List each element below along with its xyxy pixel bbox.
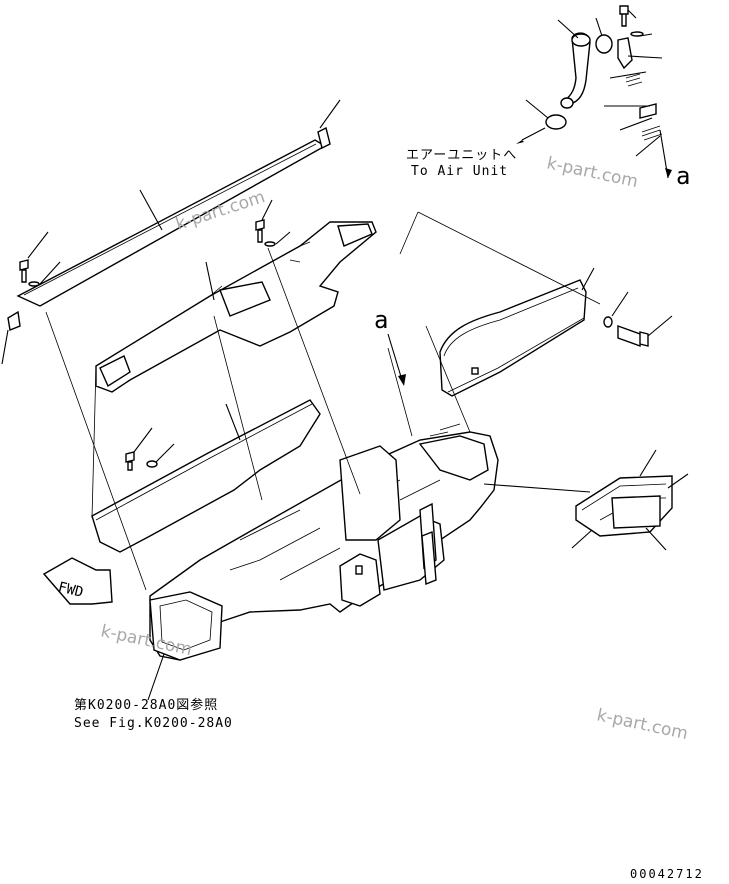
middle-cover-plate [91, 399, 321, 553]
fwd-direction-indicator: FWD [42, 557, 113, 605]
upper-duct [95, 221, 377, 393]
fwd-label: FWD [56, 579, 84, 601]
top-cover-strip [1, 99, 341, 365]
air-unit-label-jp: エアーユニットへ [406, 148, 517, 163]
main-dashboard-frame [149, 423, 499, 661]
drawing-number: 00042712 [630, 867, 704, 881]
watermark-1: k-part.com [545, 153, 640, 192]
see-figure-label-en: See Fig.K0200-28A0 [74, 716, 233, 731]
bolts-upper-left [19, 199, 291, 287]
outlet-duct [483, 449, 689, 551]
air-hose-assembly [516, 5, 672, 179]
side-cover-panel [439, 267, 673, 397]
alignment-lines [45, 247, 471, 591]
air-unit-label-en: To Air Unit [411, 164, 508, 179]
see-figure-label-jp: 第K0200-28A0図参照 [74, 697, 218, 713]
reference-a-mid: a [374, 306, 388, 334]
watermark-4: k-part.com [595, 705, 690, 744]
reference-a-top: a [676, 162, 690, 190]
